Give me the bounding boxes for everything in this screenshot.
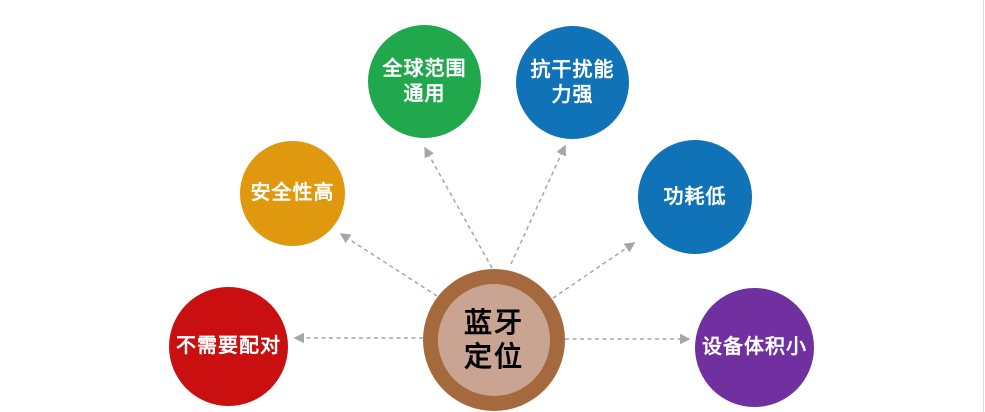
node-global-use: 全球范围 通用 — [368, 25, 481, 138]
node-high-security: 安全性高 — [240, 141, 345, 246]
node-low-power-label: 功耗低 — [663, 185, 727, 208]
node-low-power: 功耗低 — [638, 140, 752, 254]
node-small-size-label: 设备体积小 — [702, 336, 807, 358]
node-no-pairing-label: 不需要配对 — [176, 335, 281, 357]
node-global-use-label: 全球范围 通用 — [382, 57, 467, 105]
slide-edge-line — [983, 0, 984, 412]
node-small-size: 设备体积小 — [695, 288, 814, 407]
center-node-bluetooth-positioning: 蓝牙 定位 — [423, 269, 565, 411]
connector-to-anti-interference — [510, 144, 567, 265]
node-anti-interference: 抗干扰能 力强 — [516, 26, 629, 139]
center-node-label: 蓝牙 定位 — [463, 307, 524, 372]
connector-to-low-power — [552, 242, 636, 299]
connector-to-high-security — [339, 233, 438, 297]
node-no-pairing: 不需要配对 — [169, 287, 288, 406]
connector-to-global-use — [424, 146, 493, 269]
node-anti-interference-label: 抗干扰能 力强 — [530, 58, 615, 106]
node-high-security-label: 安全性高 — [250, 182, 335, 204]
center-node-inner: 蓝牙 定位 — [438, 284, 550, 396]
